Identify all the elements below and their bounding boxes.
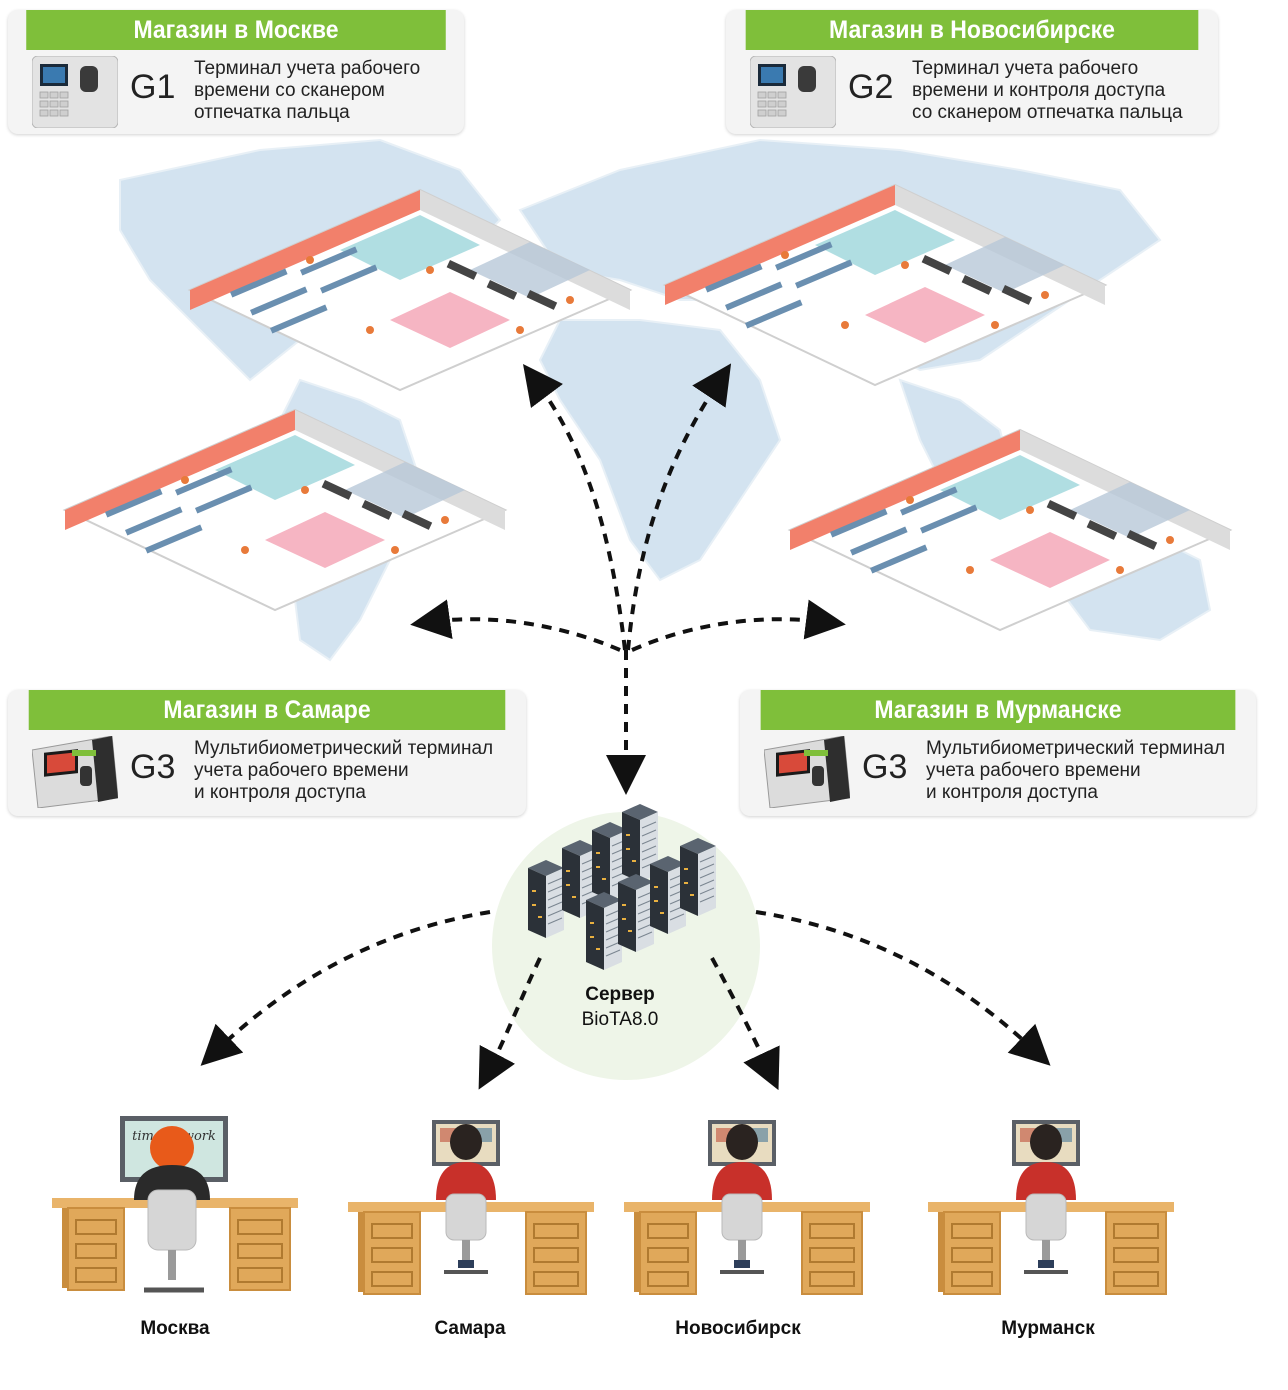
device-model: G1 <box>130 68 176 106</box>
device-description: Терминал учета рабочего времени и контро… <box>912 58 1183 123</box>
device-description: Терминал учета рабочего времени со скане… <box>194 58 421 123</box>
link-to-moscow-store <box>523 363 627 651</box>
link-to-murmansk-desk <box>755 910 1051 1066</box>
server-links <box>200 910 1051 1091</box>
device-model: G3 <box>130 748 176 786</box>
server-name: BioTA8.0 <box>582 1009 659 1030</box>
device-description: Мультибиометрический терминал учета рабо… <box>926 738 1226 803</box>
store-card-moscow: Магазин в Москве G1 Терминал учета рабоч… <box>8 10 464 134</box>
link-to-samara-desk <box>478 957 542 1090</box>
city-label-murmansk: Мурманск <box>1001 1318 1095 1339</box>
link-to-samara-store <box>410 599 621 652</box>
employee-desk-icon: time to work <box>51 1116 1175 1295</box>
attendance-terminal-icon <box>750 56 836 128</box>
city-label-novosibirsk: Новосибирск <box>675 1318 801 1339</box>
city-label-moscow: Москва <box>140 1318 210 1339</box>
device-description: Мультибиометрический терминал учета рабо… <box>194 738 494 803</box>
network-links <box>410 363 846 795</box>
link-to-novosibirsk-store <box>626 363 732 651</box>
store-card-title: Магазин в Новосибирске <box>745 10 1199 50</box>
city-label-samara: Самара <box>434 1318 506 1339</box>
link-to-novosibirsk-desk <box>710 957 780 1091</box>
attendance-terminal-icon <box>32 56 118 128</box>
attendance-terminal-icon <box>32 736 118 808</box>
store-card-title: Магазин в Москве <box>26 10 446 50</box>
link-to-murmansk-store <box>631 599 846 652</box>
store-card-novosibirsk: Магазин в Новосибирске G2 Терминал учета… <box>726 10 1218 134</box>
device-model: G3 <box>862 748 908 786</box>
server-label: Сервер <box>585 984 655 1005</box>
attendance-terminal-icon <box>764 736 850 808</box>
link-to-moscow-desk <box>200 910 491 1066</box>
store-card-murmansk: Магазин в Мурманске G3 Мультибиометричес… <box>740 690 1256 816</box>
store-card-title: Магазин в Мурманске <box>760 690 1236 730</box>
device-model: G2 <box>848 68 894 106</box>
store-card-title: Магазин в Самаре <box>28 690 506 730</box>
store-card-samara: Магазин в Самаре G3 Мультибиометрический… <box>8 690 526 816</box>
